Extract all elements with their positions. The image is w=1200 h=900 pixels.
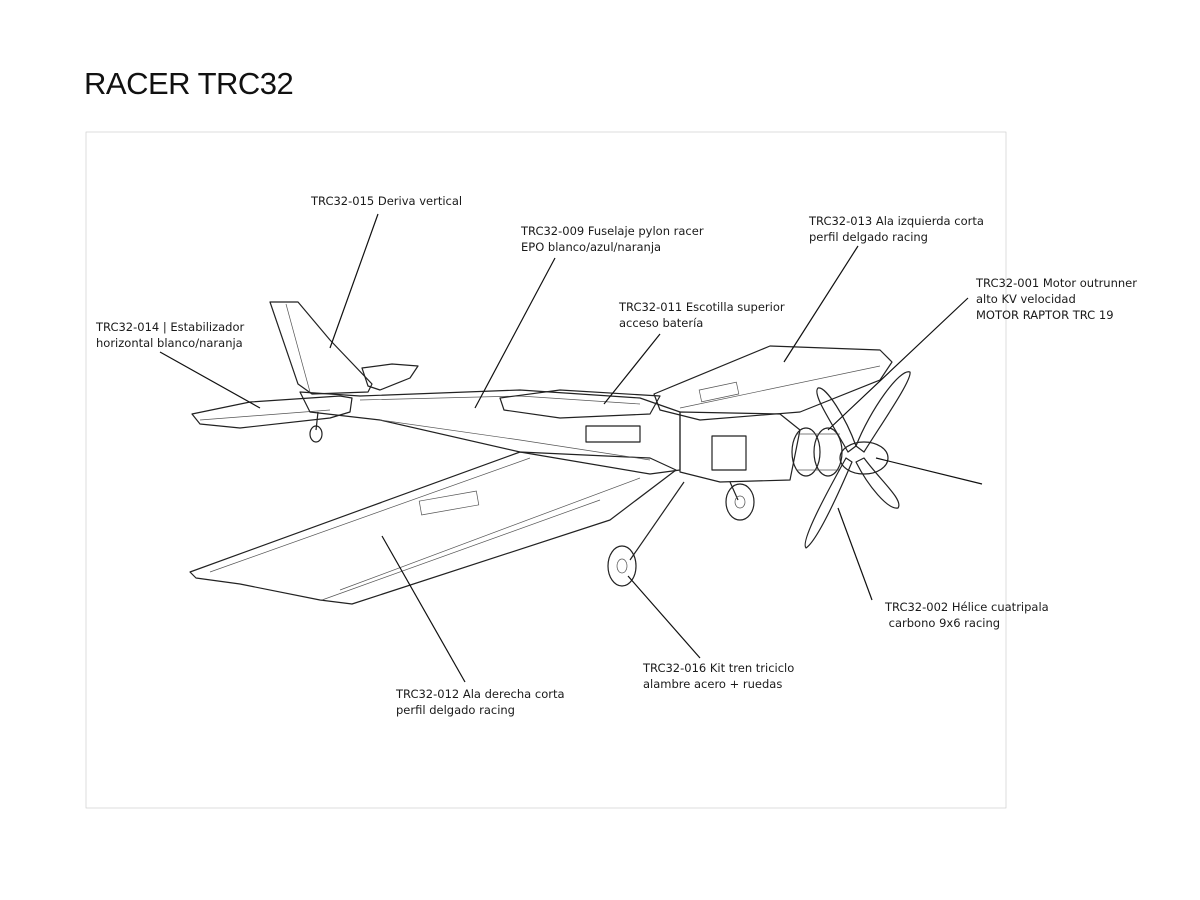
callout-002-line2: carbono 9x6 racing (885, 616, 1001, 630)
page-title: RACER TRC32 (84, 66, 294, 101)
leader-002b (837, 507, 873, 601)
callout-002: TRC32-002 Hélice cuatripala carbono 9x6 … (885, 599, 1049, 631)
leader-013 (783, 245, 859, 363)
callout-016-line1: TRC32-016 Kit tren triciclo (643, 661, 795, 675)
callout-009: TRC32-009 Fuselaje pylon racer EPO blanc… (521, 223, 704, 255)
callout-014-line1: TRC32-014 | Estabilizador (96, 320, 245, 334)
background-frame (85, 131, 1007, 809)
callout-013-line1: TRC32-013 Ala izquierda corta (809, 214, 984, 228)
callout-016: TRC32-016 Kit tren triciclo alambre acer… (643, 660, 794, 692)
leader-001 (827, 297, 969, 431)
callout-012-line2: perfil delgado racing (396, 703, 515, 717)
top-hatch (499, 389, 661, 419)
callout-013: TRC32-013 Ala izquierda corta perfil del… (809, 213, 984, 245)
propeller (804, 371, 911, 549)
leader-014 (159, 351, 261, 409)
callout-015: TRC32-015 Deriva vertical (311, 193, 462, 209)
callout-011: TRC32-011 Escotilla superior acceso bate… (619, 299, 785, 331)
callout-001-line1: TRC32-001 Motor outrunner (976, 276, 1137, 290)
callout-011-line1: TRC32-011 Escotilla superior (619, 300, 785, 314)
leader-009 (474, 257, 556, 409)
callout-001-line2: alto KV velocidad (976, 292, 1076, 306)
callout-009-line2: EPO blanco/azul/naranja (521, 240, 662, 254)
callout-012: TRC32-012 Ala derecha corta perfil delga… (396, 686, 565, 718)
leader-011 (603, 333, 661, 405)
horizontal-stabilizer (191, 363, 419, 429)
leader-012 (381, 535, 466, 683)
callout-002-line1: TRC32-002 Hélice cuatripala (885, 600, 1049, 614)
callout-012-line1: TRC32-012 Ala derecha corta (396, 687, 565, 701)
landing-gear (309, 411, 755, 587)
callout-013-line2: perfil delgado racing (809, 230, 928, 244)
callout-001-line3: MOTOR RAPTOR TRC 19 (976, 308, 1114, 322)
left-wing (653, 345, 893, 421)
leader-002a (875, 457, 983, 485)
callout-001: TRC32-001 Motor outrunner alto KV veloci… (976, 275, 1137, 323)
nose-section (679, 411, 801, 483)
callout-014: TRC32-014 | Estabilizador horizontal bla… (96, 319, 244, 351)
callout-016-line2: alambre acero + ruedas (643, 677, 783, 691)
leader-lines (159, 213, 983, 683)
fuselage (299, 389, 681, 475)
callout-015-line1: TRC32-015 Deriva vertical (311, 194, 463, 208)
leader-016 (627, 575, 701, 659)
callout-011-line2: acceso batería (619, 316, 704, 330)
right-wing (189, 451, 677, 605)
leader-015 (329, 213, 379, 349)
callout-009-line1: TRC32-009 Fuselaje pylon racer (521, 224, 704, 238)
callout-014-line2: horizontal blanco/naranja (96, 336, 243, 350)
vertical-fin (269, 301, 373, 395)
